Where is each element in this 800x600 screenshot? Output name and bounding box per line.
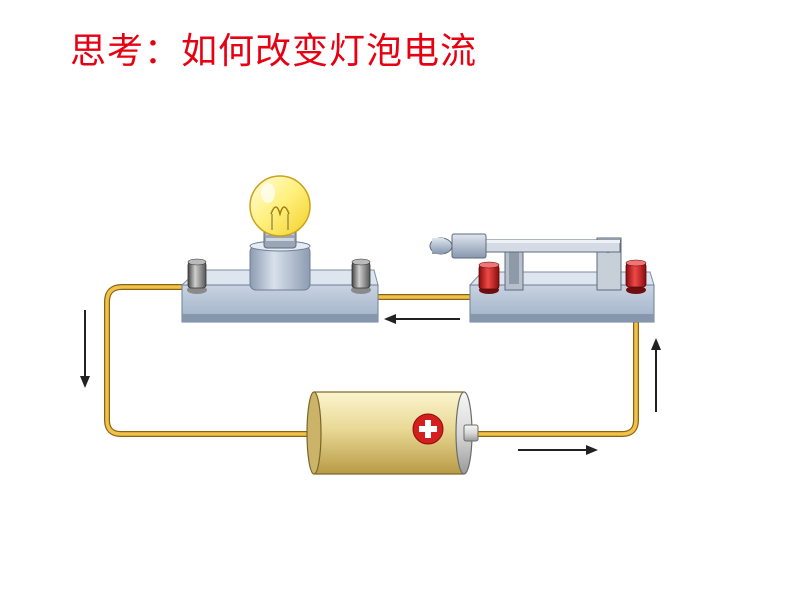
current-arrows — [80, 310, 661, 455]
arrow-down-icon — [80, 310, 90, 388]
switch-terminal-left — [478, 261, 500, 294]
bulb-icon — [249, 175, 311, 237]
switch-terminal-right — [625, 259, 647, 294]
arrow-left-icon — [384, 314, 460, 324]
arrow-up-icon — [651, 338, 661, 412]
bulb-terminal-right — [351, 258, 371, 294]
knife-switch-icon — [429, 233, 655, 323]
battery-icon — [306, 391, 479, 475]
arrow-right-icon — [518, 445, 598, 455]
bulb-terminal-left — [187, 258, 207, 294]
bulb-holder — [180, 175, 379, 323]
page-title: 思考：如何改变灯泡电流 — [70, 31, 478, 72]
